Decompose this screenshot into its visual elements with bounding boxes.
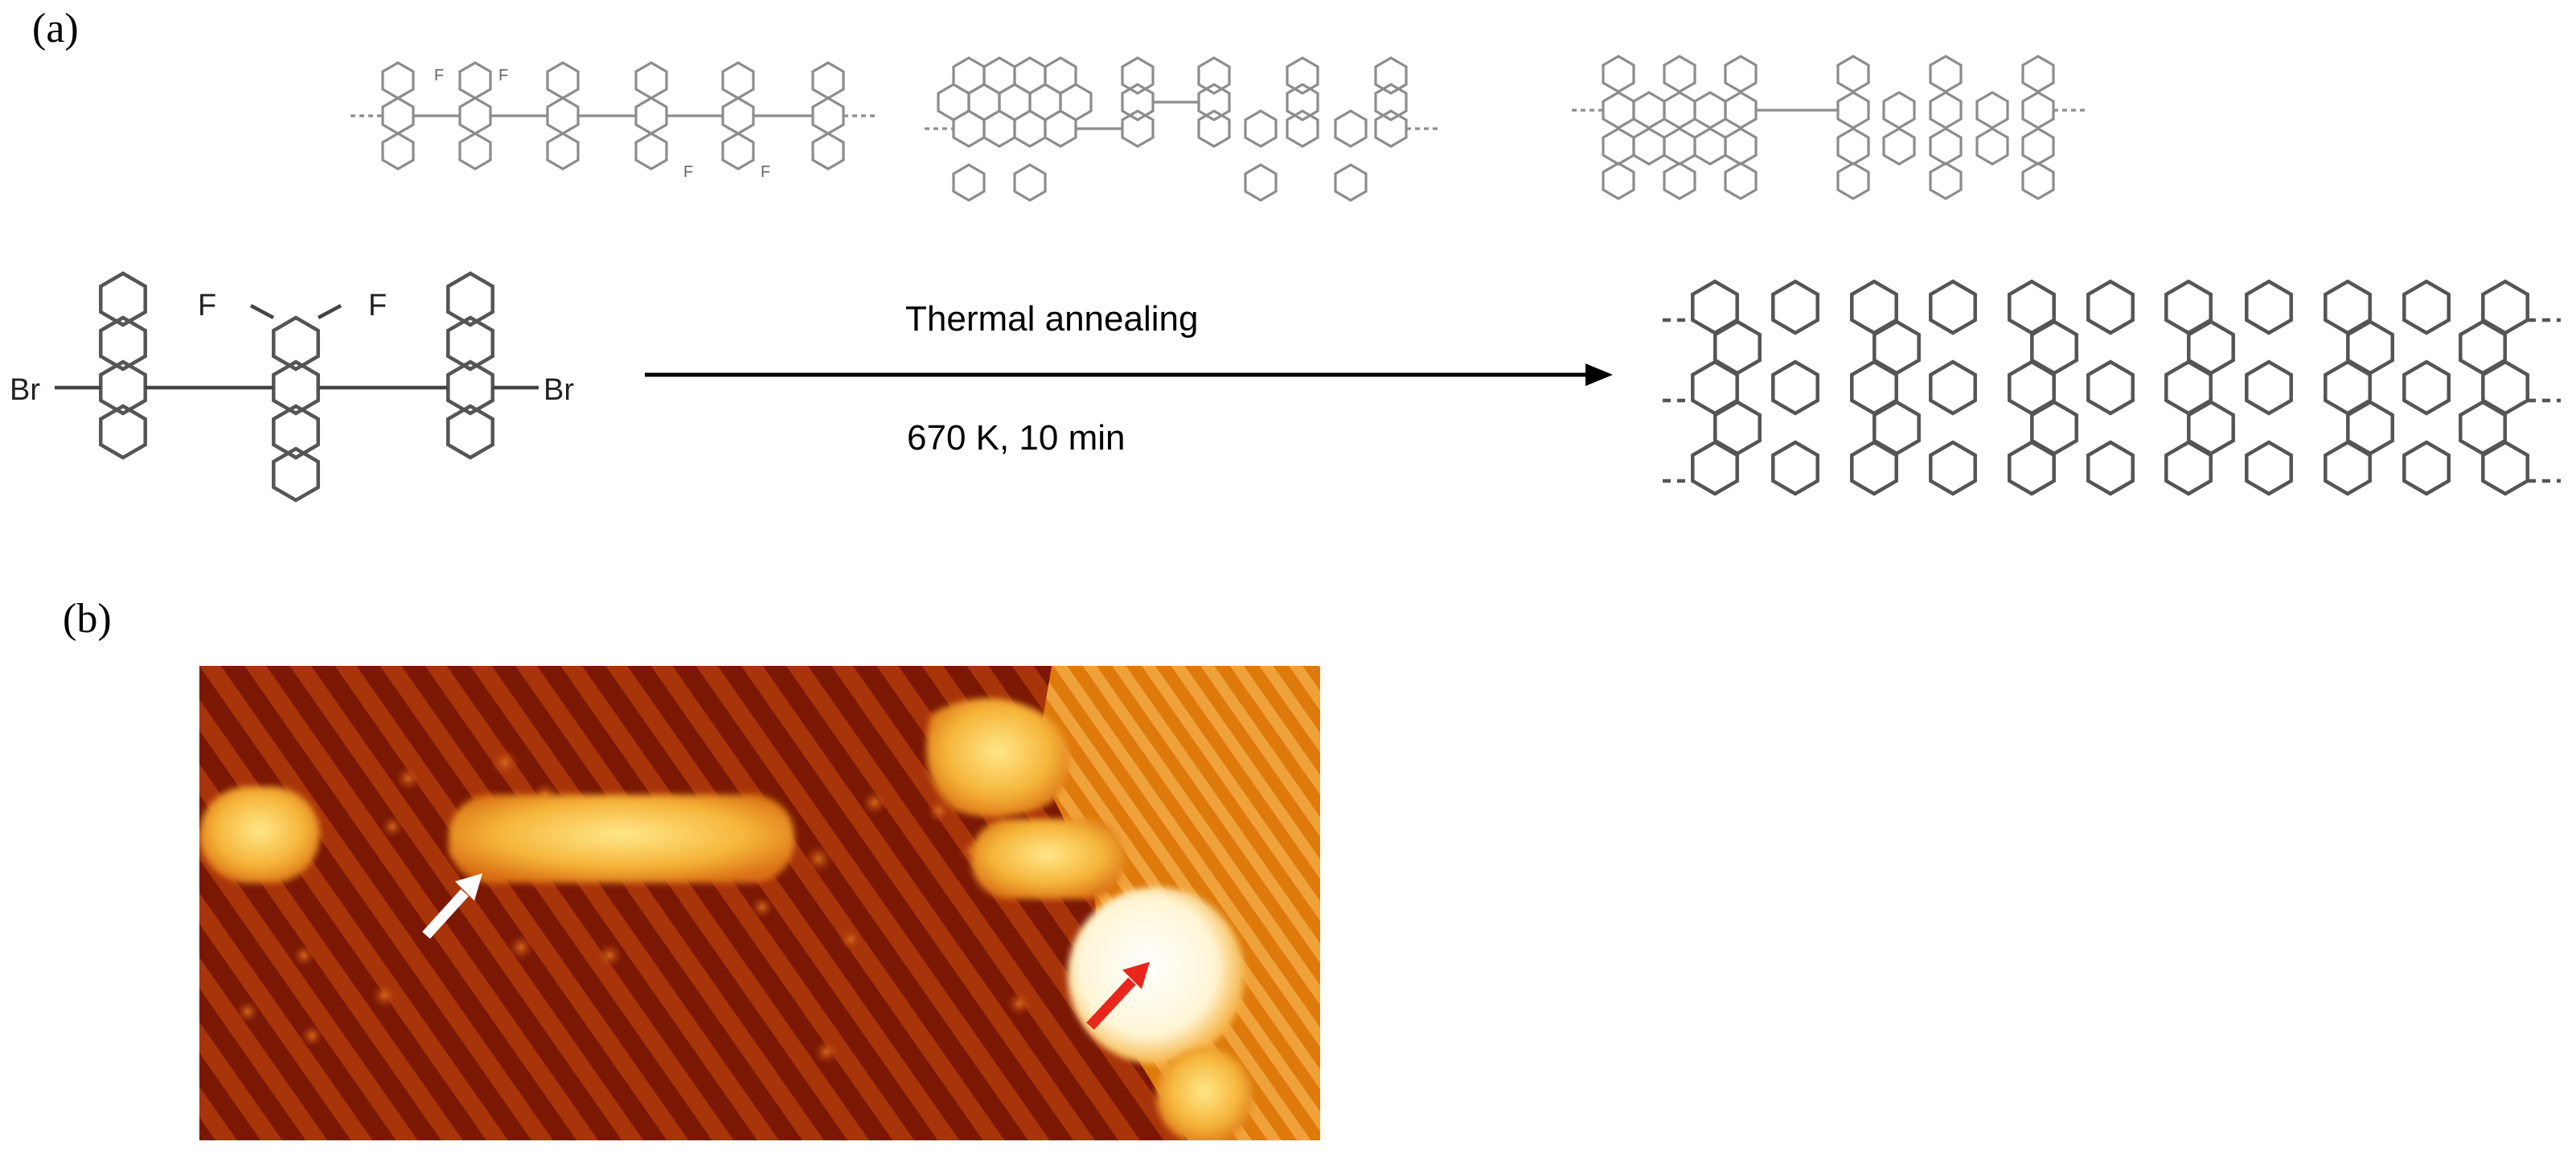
precursor-monomer: Br Br F F	[10, 273, 574, 500]
fluorine-atom: F	[368, 289, 387, 322]
intermediate-oligomer-2	[925, 56, 1439, 202]
bromine-atom: Br	[544, 373, 574, 407]
fluorine-atom: F	[761, 163, 770, 181]
red-arrow	[1086, 962, 1150, 1030]
stm-image	[199, 666, 1320, 1140]
intermediate-oligomer-1: F F F F	[351, 61, 876, 181]
panel-b-label: (b)	[63, 596, 112, 642]
reaction-condition-top: Thermal annealing	[905, 299, 1199, 339]
reaction-condition-bottom: 670 K, 10 min	[907, 418, 1126, 458]
product-nanoribbon	[1663, 281, 2561, 494]
nanoribbon-molecules	[199, 698, 1253, 1140]
fluorine-atom: F	[434, 67, 444, 84]
fluorine-atom: F	[198, 289, 216, 322]
bromine-atom: Br	[10, 373, 40, 407]
fluorine-atom: F	[498, 67, 508, 84]
reaction-arrow	[645, 363, 1613, 386]
fluorine-atom: F	[683, 163, 693, 181]
panel-a-label: (a)	[32, 6, 79, 51]
intermediate-oligomer-3	[1572, 55, 2086, 200]
reaction-scheme: F F F F	[10, 55, 2561, 659]
white-arrow	[422, 873, 482, 939]
